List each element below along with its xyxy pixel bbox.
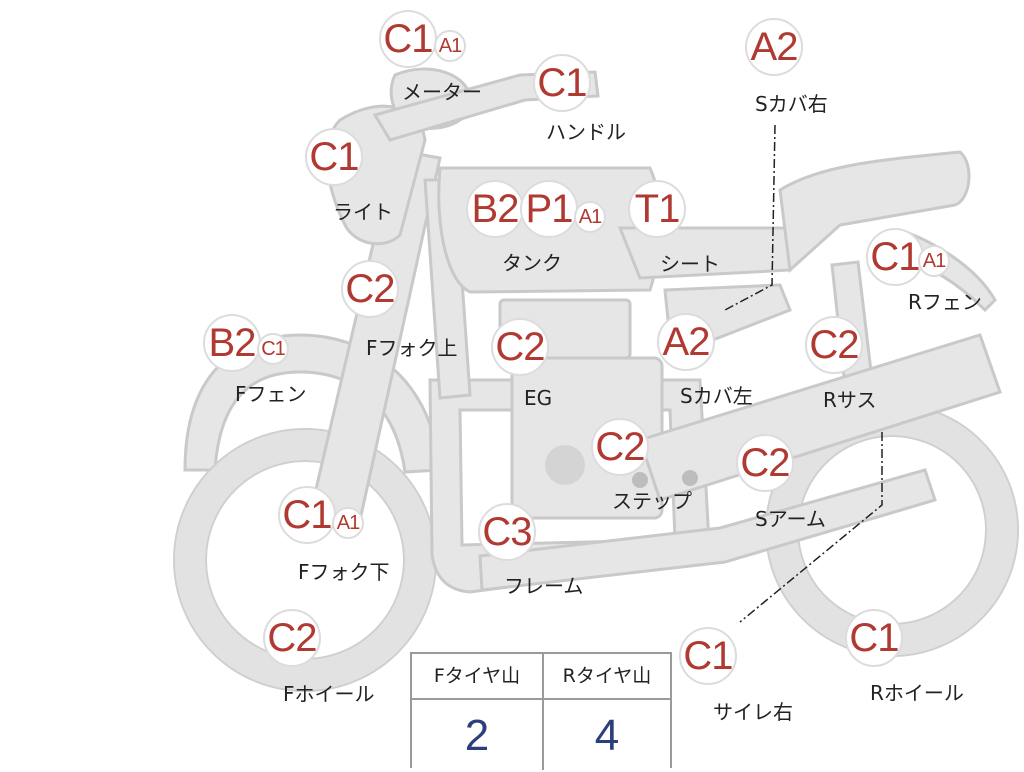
label-handle: ハンドル <box>546 120 626 144</box>
label-ffender: Fフェン <box>235 382 307 406</box>
label-fwheel: Fホイール <box>283 682 375 706</box>
label-scover-left: Sカバ左 <box>680 384 753 408</box>
grade-badge-rfender-c1: C1 <box>866 228 924 286</box>
label-sarm: Sアーム <box>755 507 826 531</box>
swing-arm-shape <box>638 333 1002 502</box>
label-seat: シート <box>660 252 720 276</box>
grade-badge-meter-a1: A1 <box>434 30 466 62</box>
leader-line-scover-right <box>724 124 776 311</box>
grade-badge-rwheel-c1: C1 <box>845 609 903 667</box>
grade-badge-fwheel-c2: C2 <box>263 609 321 667</box>
grade-badge-rsus-c2: C2 <box>805 316 863 374</box>
grade-badge-ffender-c1: C1 <box>257 333 289 365</box>
label-step: ステップ <box>612 489 692 513</box>
grade-badge-muffler-right-c1: C1 <box>679 627 737 685</box>
grade-badge-scover-left-a2: A2 <box>657 313 715 371</box>
grade-badge-handle-c1: C1 <box>533 54 591 112</box>
front-wheel-shape <box>175 430 435 690</box>
grade-badge-ffork-lower-c1: C1 <box>278 486 336 544</box>
grade-badge-scover-right-a2: A2 <box>745 18 803 76</box>
label-eg: EG <box>524 386 553 410</box>
label-rsus: Rサス <box>823 388 877 412</box>
grade-badge-step-c2: C2 <box>591 418 649 476</box>
label-muffler-right: サイレ右 <box>713 700 793 724</box>
exhaust-shape <box>478 468 937 592</box>
grade-badge-ffork-lower-a1: A1 <box>332 507 364 539</box>
grade-badge-ffork-upper-c2: C2 <box>341 260 399 318</box>
front-tire-column: Fタイヤ山 2 <box>412 654 544 770</box>
grade-badge-tank-b2: B2 <box>466 180 524 238</box>
grade-badge-rfender-a1: A1 <box>918 245 950 277</box>
tire-tread-table: Fタイヤ山 2 Rタイヤ山 4 <box>410 652 672 770</box>
grade-badge-light-c1: C1 <box>305 128 363 186</box>
label-light: ライト <box>333 200 393 224</box>
label-ffork-upper: Fフォク上 <box>366 336 458 360</box>
front-tire-header: Fタイヤ山 <box>412 654 542 700</box>
step-peg-left <box>632 472 648 488</box>
label-scover-right: Sカバ右 <box>755 92 828 116</box>
label-frame: フレーム <box>504 574 584 598</box>
front-tire-value: 2 <box>464 711 490 760</box>
label-rwheel: Rホイール <box>870 681 964 705</box>
grade-badge-meter-c1: C1 <box>379 10 437 68</box>
rear-tire-value: 4 <box>594 711 620 760</box>
grade-badge-ffender-b2: B2 <box>203 314 261 372</box>
grade-badge-eg-c2: C2 <box>491 318 549 376</box>
tail-cowl-shape <box>778 150 971 274</box>
rear-tire-header: Rタイヤ山 <box>542 654 672 700</box>
grade-badge-tank-a1: A1 <box>574 201 606 233</box>
grade-badge-sarm-c2: C2 <box>736 434 794 492</box>
engine-cover-shape <box>545 445 585 485</box>
label-rfender: Rフェン <box>908 290 982 314</box>
label-tank: タンク <box>502 251 562 275</box>
grade-badge-tank-p1: P1 <box>520 180 578 238</box>
leader-line-rsus <box>739 432 883 623</box>
rear-tire-column: Rタイヤ山 4 <box>542 654 672 770</box>
label-meter: メーター <box>402 80 482 104</box>
grade-badge-seat-t1: T1 <box>628 180 686 238</box>
grade-badge-frame-c3: C3 <box>478 503 536 561</box>
step-peg-right <box>682 470 698 486</box>
label-ffork-lower: Fフォク下 <box>298 560 390 584</box>
